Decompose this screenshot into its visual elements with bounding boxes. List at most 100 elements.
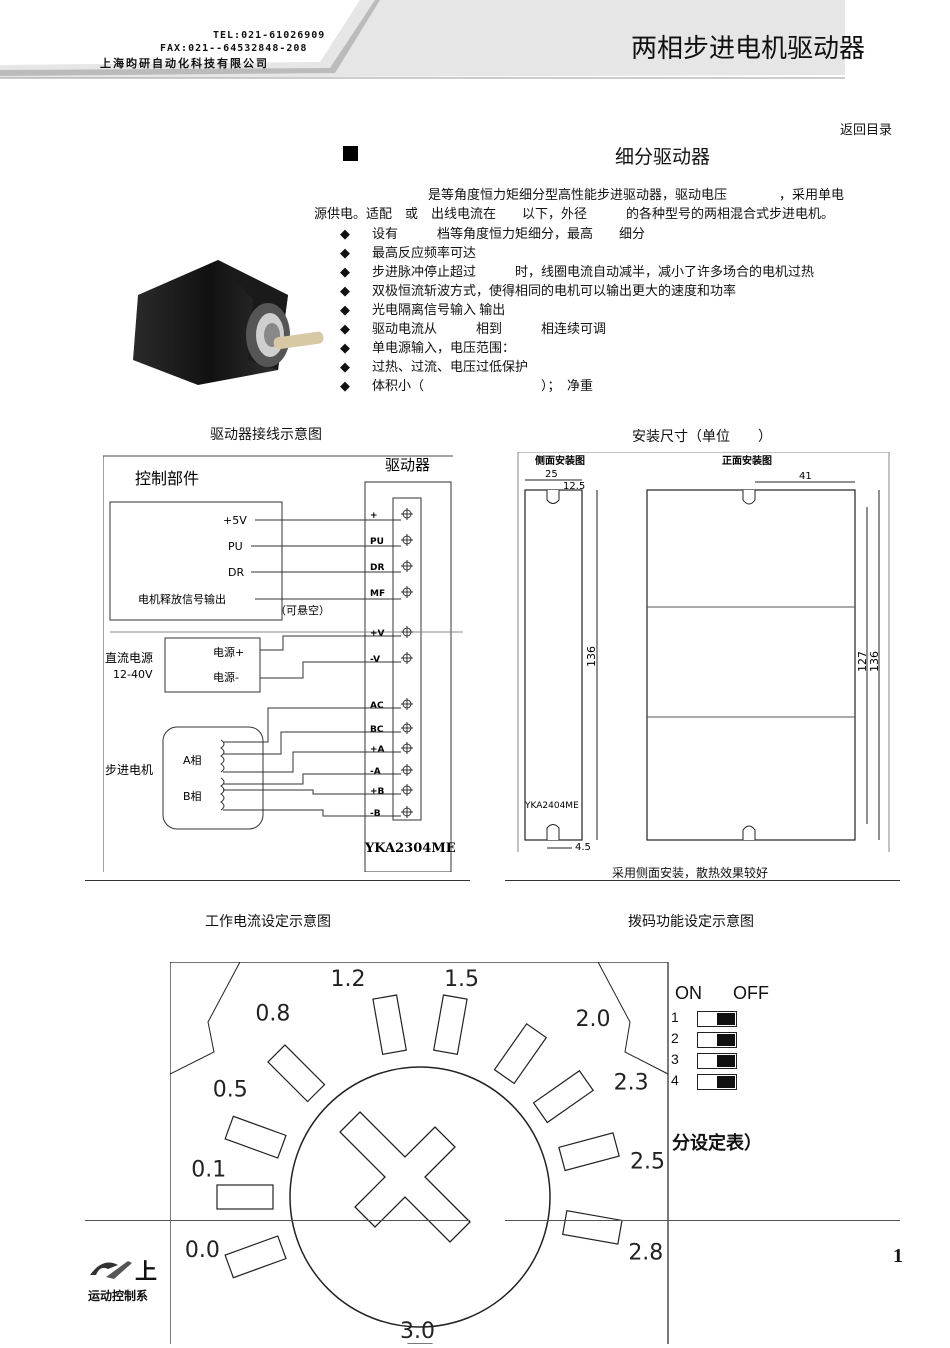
company-logo-icon: [88, 1255, 133, 1281]
dial-current-label: 0.0: [185, 1238, 220, 1263]
wiring-caption: 驱动器接线示意图: [210, 428, 322, 443]
dip-switch-knob: [717, 1034, 735, 1046]
terminal-label: -B: [370, 809, 381, 819]
diamond-bullet-icon: ◆: [340, 226, 350, 241]
feature-item: ◆ 过热、过流、电压过低保护: [340, 357, 528, 376]
dim-41: 41: [799, 471, 812, 482]
diamond-bullet-icon: ◆: [340, 359, 350, 374]
diamond-bullet-icon: ◆: [340, 302, 350, 317]
front-view-body: [646, 489, 856, 841]
dimensions-diagram: 侧面安装图 正面安装图 25 12.5 136 YKA2404ME 4.5 41…: [517, 451, 892, 860]
dim-12-5: 12.5: [563, 481, 585, 492]
terminal-label: AC: [370, 701, 384, 711]
dial-slot: [433, 994, 468, 1056]
dim-136-side: 136: [585, 646, 598, 667]
control-unit-title: 控制部件: [135, 469, 199, 488]
dip-switch[interactable]: [697, 1011, 737, 1027]
diamond-bullet-icon: ◆: [340, 340, 350, 355]
dial-current-label: 2.8: [628, 1240, 663, 1265]
dial-arrow: [339, 1111, 471, 1243]
side-view-body: [524, 489, 583, 841]
ctrl-label-pu: PU: [228, 540, 243, 553]
dial-slot: [224, 1115, 287, 1159]
mount-note: 采用侧面安装，散热效果较好: [612, 866, 769, 880]
dim-136-front: 136: [868, 651, 881, 672]
feature-text: 设有 档等角度恒力矩细分，最高 细分: [372, 226, 646, 241]
back-to-contents-link[interactable]: 返回目录: [839, 122, 892, 137]
diamond-bullet-icon: ◆: [340, 283, 350, 298]
diamond-bullet-icon: ◆: [340, 264, 350, 279]
dial-slot: [267, 1044, 326, 1103]
power-plus-label: 电源+: [213, 645, 244, 659]
side-view-title: 侧面安装图: [535, 454, 585, 467]
header-graphic: [0, 0, 845, 79]
section-bullet-square: [343, 146, 358, 161]
dip-switch-knob: [717, 1055, 735, 1067]
dial-current-label: 0.1: [191, 1157, 226, 1182]
terminal-label: PU: [370, 537, 384, 547]
dial-current-label: 2.5: [630, 1150, 665, 1175]
dimensions-caption: 安装尺寸（单位 ）: [632, 430, 772, 445]
footer-logo-text: 上: [135, 1260, 158, 1285]
ctrl-label-5v: +5V: [223, 514, 247, 527]
power-minus-label: 电源-: [213, 670, 239, 684]
diamond-bullet-icon: ◆: [340, 245, 350, 260]
dip-switch[interactable]: [697, 1074, 737, 1090]
footer-slogan: 运动控制系: [88, 1289, 149, 1303]
dial-slot: [216, 1184, 274, 1210]
terminal-label: -V: [370, 655, 380, 665]
doc-title: 两相步进电机驱动器: [630, 34, 865, 64]
footer-rule-right: [505, 1220, 900, 1221]
diamond-bullet-icon: ◆: [340, 321, 350, 336]
feature-text: 过热、过流、电压过低保护: [372, 359, 529, 374]
divider-left: [85, 880, 470, 881]
dip-switch-knob: [717, 1013, 735, 1025]
terminal-label: +B: [370, 787, 385, 797]
dial-current-label: 1.5: [444, 967, 479, 992]
phase-a-label: A相: [183, 754, 202, 767]
feature-item: ◆双极恒流斩波方式，使得相同的电机可以输出更大的速度和功率: [340, 281, 736, 300]
feature-text: 步进脉冲停止超过 时，线圈电流自动减半，减小了许多场合的电机过热: [372, 264, 815, 279]
dip-switch-number: 2: [671, 1030, 679, 1046]
feature-text: 最高反应频率可达: [372, 245, 477, 260]
dip-switch-knob: [717, 1076, 735, 1088]
dial-current-label: 2.3: [614, 1070, 649, 1095]
dip-switch-number: 3: [671, 1051, 679, 1067]
dial-current-label: 1.2: [330, 967, 365, 992]
side-model-label: YKA2404ME: [524, 801, 579, 811]
coil-icon: [220, 739, 225, 773]
feature-text: 单电源输入，电压范围：: [372, 340, 516, 355]
diamond-bullet-icon: ◆: [340, 378, 350, 393]
feature-item: ◆ 光电隔离信号输入 输出: [340, 300, 505, 319]
section-title: 细分驱动器: [615, 146, 711, 168]
terminal-label: +: [370, 511, 378, 521]
feature-text: 体积小（ ）； 净重: [372, 378, 594, 393]
dial-current-label: 0.8: [255, 1002, 290, 1027]
terminal-label: +V: [370, 629, 385, 639]
power-title: 直流电源: [105, 651, 153, 665]
ctrl-label-release: 电机释放信号输出: [138, 592, 226, 606]
dip-switch[interactable]: [697, 1053, 737, 1069]
driver-title: 驱动器: [385, 456, 430, 474]
feature-item: ◆ 设有 档等角度恒力矩细分，最高 细分: [340, 224, 645, 243]
motor-box: [162, 726, 264, 830]
feature-item: ◆ 步进脉冲停止超过 时，线圈电流自动减半，减小了许多场合的电机过热: [340, 262, 814, 281]
feature-text: 光电隔离信号输入 输出: [372, 302, 506, 317]
feature-item: ◆ 体积小（ ）； 净重: [340, 376, 593, 395]
feature-item: ◆驱动电流从 相到 相连续可调: [340, 319, 606, 338]
dip-switch[interactable]: [697, 1032, 737, 1048]
motor-title: 步进电机: [105, 763, 153, 777]
dial-current-label: 0.5: [213, 1077, 248, 1102]
feature-item: ◆ 单电源输入，电压范围：: [340, 338, 515, 357]
page-number: 1: [893, 1245, 903, 1267]
current-caption: 工作电流设定示意图: [205, 915, 331, 930]
terminal-label: +A: [370, 745, 385, 755]
terminal-block: [392, 497, 422, 821]
header-company: 上海昀研自动化科技有限公司: [100, 57, 269, 70]
front-view-title: 正面安装图: [722, 454, 772, 467]
dim-127: 127: [856, 651, 869, 672]
ctrl-label-dr: DR: [228, 566, 244, 579]
terminal-label: BC: [370, 725, 384, 735]
dip-caption: 拨码功能设定示意图: [628, 915, 754, 930]
